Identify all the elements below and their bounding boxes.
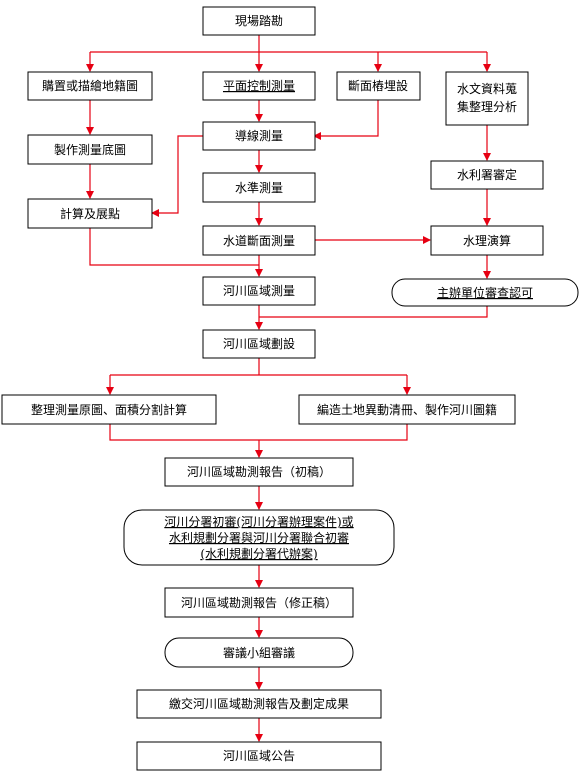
node-label: 整理測量原圖、面積分割計算 [31, 402, 187, 417]
node-site-survey: 現場踏勘 [202, 6, 316, 36]
node-leveling: 水準測量 [202, 172, 316, 203]
node-label-line1: 水文資料蒐 [457, 81, 517, 96]
node-label-line1: 河川分署初審(河川分署辦理案件)或 [164, 514, 353, 529]
node-label: 河川區域測量 [223, 284, 295, 298]
node-authority-review: 主辦單位審查認可 [391, 278, 579, 307]
node-submit-results: 繳交河川區域勘測報告及劃定成果 [136, 689, 382, 719]
node-organize-maps: 整理測量原圖、面積分割計算 [1, 394, 217, 425]
node-wra-review: 水利署審定 [430, 160, 544, 190]
edge-pile-to-traverse [313, 100, 379, 140]
node-label: 導線測量 [235, 128, 283, 143]
node-compute-plot: 計算及展點 [27, 198, 153, 229]
node-plane-control: 平面控制測量 [202, 71, 316, 101]
node-report-draft: 河川區域勘測報告（初稿） [164, 457, 354, 487]
node-report-revised: 河川區域勘測報告（修正稿） [164, 587, 354, 618]
node-label: 編造土地異動清冊、製作河川圖籍 [317, 402, 497, 417]
node-label: 河川區域勘測報告（初稿） [187, 464, 331, 479]
node-panel-review: 審議小組審議 [164, 637, 354, 668]
node-traverse: 導線測量 [202, 121, 316, 151]
edge-merge [109, 424, 408, 441]
node-label: 購置或描繪地籍圖 [42, 78, 138, 93]
node-label: 水理演算 [463, 233, 511, 248]
node-label: 主辦單位審查認可 [437, 285, 533, 300]
node-river-area-survey: 河川區域測量 [202, 276, 316, 306]
node-river-area-delineation: 河川區域劃設 [202, 329, 316, 359]
edge-compute-to-river-survey [89, 228, 259, 266]
node-label-line3: (水利規劃分署代辦案) [200, 546, 317, 561]
node-label: 製作測量底圖 [54, 142, 126, 157]
node-initial-review: 河川分署初審(河川分署辦理案件)或 水利規劃分署與河川分署聯合初審 (水利規劃分… [123, 509, 395, 566]
node-compile-list: 編造土地異動清冊、製作河川圖籍 [298, 394, 516, 425]
node-announcement: 河川區域公告 [136, 741, 382, 771]
node-label: 河川區域劃設 [223, 336, 295, 351]
edge-traverse-to-compute [151, 135, 203, 217]
node-make-base-map: 製作測量底圖 [27, 134, 153, 165]
node-label: 斷面樁埋設 [348, 78, 408, 93]
node-label: 平面控制測量 [223, 79, 295, 93]
node-section-pile: 斷面樁埋設 [336, 71, 421, 101]
node-label-line2: 集整理分析 [457, 99, 517, 114]
node-label: 審議小組審議 [223, 645, 295, 660]
node-label-line2: 水利規劃分署與河川分署聯合初審 [169, 530, 349, 545]
node-label: 水利署審定 [457, 167, 517, 182]
node-label: 水準測量 [235, 180, 283, 195]
connectors [86, 35, 491, 742]
node-hydro-analysis: 水文資料蒐 集整理分析 [445, 71, 529, 126]
node-label: 計算及展點 [60, 206, 120, 221]
node-label: 河川區域公告 [223, 749, 295, 763]
node-label: 水道斷面測量 [223, 234, 295, 248]
node-label: 河川區域勘測報告（修正稿） [181, 595, 337, 610]
node-label: 現場踏勘 [235, 14, 283, 28]
edge-review-to-delineation [259, 306, 488, 318]
node-buy-cadastral: 購置或描繪地籍圖 [27, 71, 153, 101]
node-channel-section: 水道斷面測量 [202, 225, 316, 256]
node-hydraulic-calc: 水理演算 [430, 225, 544, 256]
node-label: 繳交河川區域勘測報告及劃定成果 [169, 696, 349, 711]
